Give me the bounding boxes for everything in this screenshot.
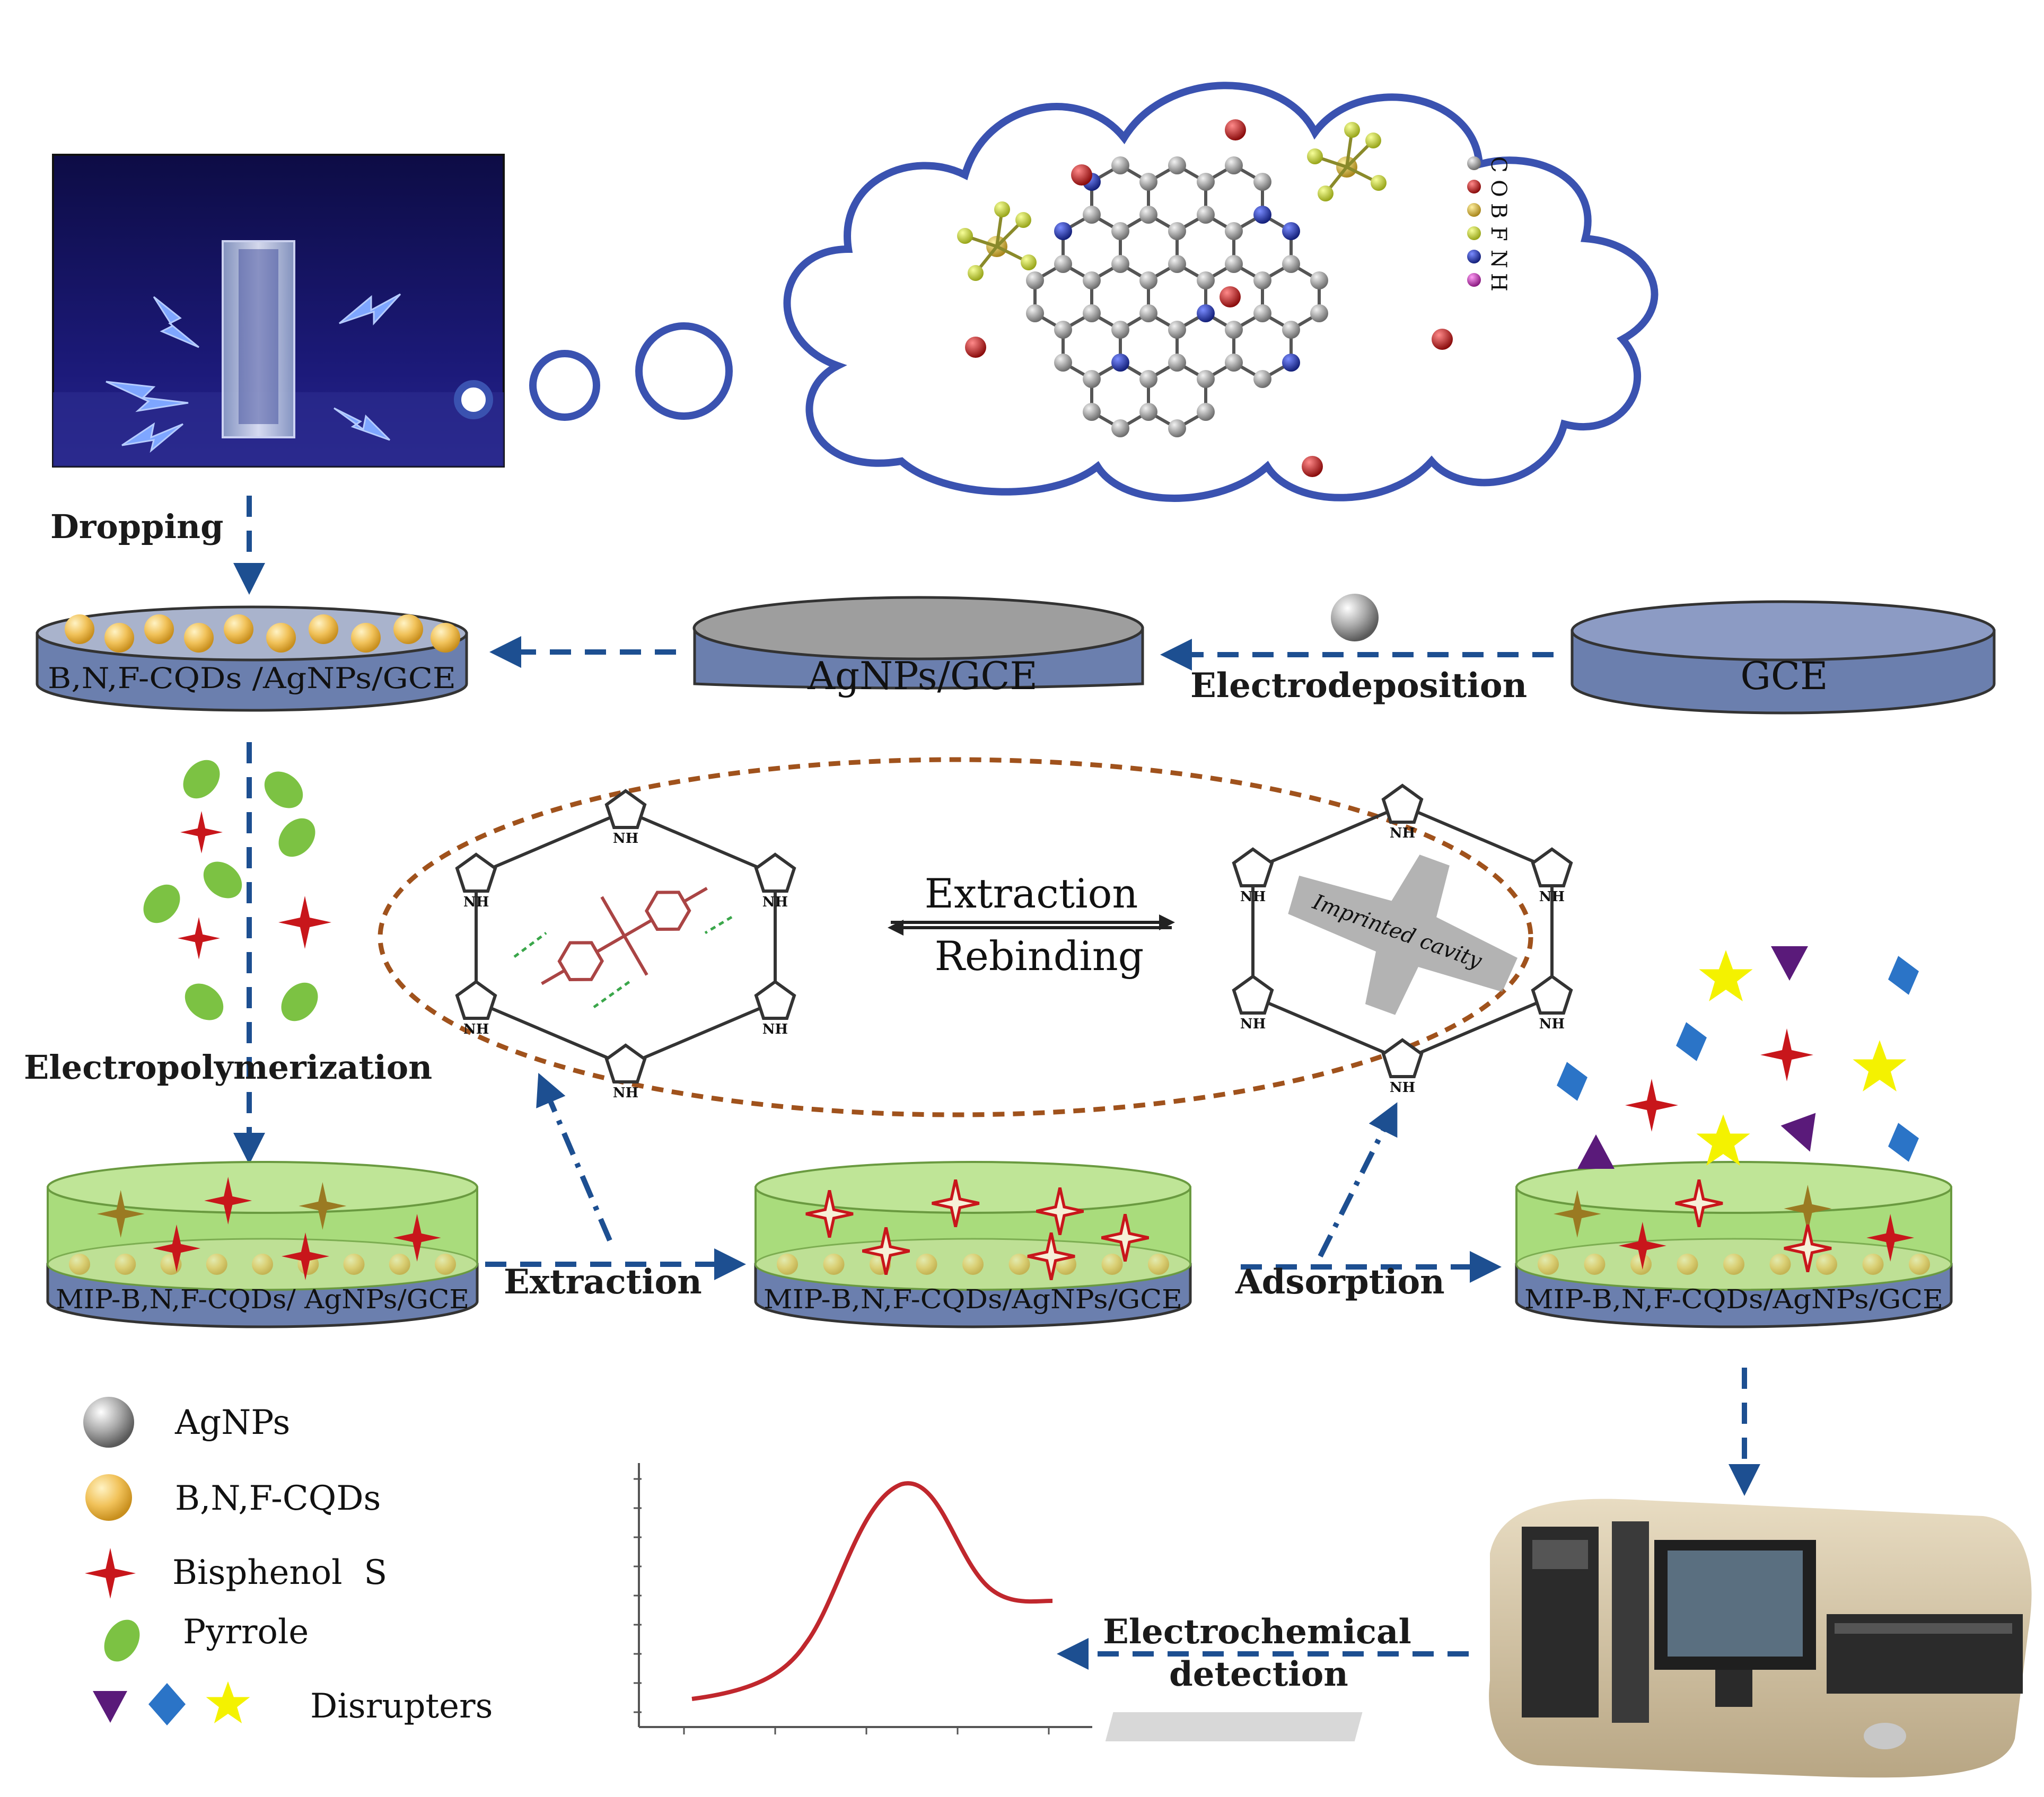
- electrode-bnf-cqds-agnps-gce: B,N,F-CQDs /AgNPs/GCE: [36, 605, 468, 712]
- label-electropolymerization: Electropolymerization: [24, 1048, 432, 1087]
- molecule-cloud: C O B F N H: [783, 82, 1659, 502]
- monomer-template-scatter: [143, 760, 331, 1021]
- element-label-c: C: [1486, 156, 1511, 173]
- polypyrrole-ring-with-template: NH NH NH NH NH NH: [455, 789, 796, 1101]
- nh-label: NH: [1240, 1016, 1266, 1032]
- label-dropping: Dropping: [50, 507, 223, 546]
- disrupters-scatter: [1557, 946, 1919, 1169]
- nh-label: NH: [762, 894, 788, 910]
- nh-label: NH: [613, 1085, 638, 1101]
- nh-label: NH: [1390, 1080, 1415, 1096]
- electrode-label-mip: MIP-B,N,F-CQDs/ AgNPs/GCE: [56, 1284, 469, 1315]
- legend-label-disrupters: Disrupters: [310, 1687, 493, 1726]
- dpv-plot: [634, 1463, 1092, 1734]
- cqd-dots: [65, 614, 460, 653]
- legend-label-cqds: B,N,F-CQDs: [175, 1479, 381, 1518]
- element-label-f: F: [1486, 226, 1511, 241]
- cuvette-icon: [222, 240, 295, 438]
- label-rebinding: Rebinding: [935, 932, 1144, 980]
- thought-bubbles: [454, 322, 733, 421]
- legend-label-pyrrole: Pyrrole: [183, 1613, 309, 1652]
- electrode-mip-1: MIP-B,N,F-CQDs/ AgNPs/GCE: [46, 1161, 479, 1328]
- label-electrochemical: Electrochemical: [1103, 1612, 1411, 1652]
- mouse-icon: [1864, 1723, 1906, 1749]
- electrode-label-mip: MIP-B,N,F-CQDs/AgNPs/GCE: [1524, 1284, 1943, 1315]
- nh-label: NH: [1539, 889, 1565, 905]
- electrode-label-bnf: B,N,F-CQDs /AgNPs/GCE: [48, 662, 456, 695]
- legend-bps-icon: [85, 1548, 136, 1599]
- arrows-row1: [233, 496, 1554, 1165]
- arrows-to-ellipse: [536, 1072, 1398, 1258]
- nh-label: NH: [1539, 1016, 1565, 1032]
- nh-label: NH: [1390, 825, 1415, 841]
- plot-ticks: [634, 1478, 1050, 1734]
- nh-label: NH: [1240, 889, 1266, 905]
- legend-agnps-icon: [83, 1397, 134, 1448]
- electrochemical-workstation-computer: [1105, 1499, 2032, 1778]
- dpv-curve: [691, 1481, 1053, 1701]
- legend-pyrrole-icon: [104, 1619, 140, 1662]
- element-label-n: N: [1486, 250, 1511, 268]
- fluorescence-glow-icons: [106, 293, 401, 453]
- label-extraction-bottom: Extraction: [504, 1262, 702, 1302]
- electrode-agnps-gce: AgNPs/GCE: [692, 596, 1144, 698]
- extraction-rebinding-arrows: [888, 914, 1175, 936]
- symbol-legend: AgNPs B,N,F-CQDs Bisphenol S Pyrrole Dis…: [83, 1397, 493, 1726]
- nh-label: NH: [762, 1021, 788, 1037]
- legend-disrupters-icons: [93, 1681, 250, 1725]
- legend-cqds-icon: [85, 1474, 132, 1521]
- nh-label: NH: [463, 1021, 489, 1037]
- label-adsorption: Adsorption: [1235, 1262, 1445, 1302]
- electrode-mip-2: MIP-B,N,F-CQDs/AgNPs/GCE: [754, 1161, 1192, 1328]
- element-legend: C O B F N H: [1467, 156, 1511, 292]
- b-n-f-cqd-molecule: [957, 119, 1453, 477]
- agnp-sphere-icon: [1331, 594, 1379, 641]
- label-electrodeposition: Electrodeposition: [1190, 666, 1527, 706]
- electrode-label-agnps: AgNPs/GCE: [807, 654, 1038, 698]
- legend-label-bps: Bisphenol S: [172, 1553, 387, 1592]
- element-label-h: H: [1486, 273, 1511, 292]
- element-label-b: B: [1486, 203, 1511, 218]
- legend-label-agnps: AgNPs: [174, 1403, 290, 1442]
- electrode-mip-3: MIP-B,N,F-CQDs/AgNPs/GCE: [1515, 1161, 1953, 1328]
- arrows-row2: [485, 1248, 1760, 1670]
- nh-label: NH: [613, 831, 638, 847]
- electrode-label-mip: MIP-B,N,F-CQDs/AgNPs/GCE: [764, 1284, 1182, 1315]
- electrode-label-gce: GCE: [1740, 654, 1828, 698]
- label-detection: detection: [1169, 1654, 1348, 1694]
- uv-cuvette-photo: [52, 154, 505, 468]
- element-label-o: O: [1486, 180, 1511, 197]
- nh-label: NH: [463, 894, 489, 910]
- electrode-gce: GCE: [1571, 600, 1996, 715]
- label-extraction-top: Extraction: [925, 870, 1138, 917]
- keyboard-icon: [1105, 1712, 1363, 1741]
